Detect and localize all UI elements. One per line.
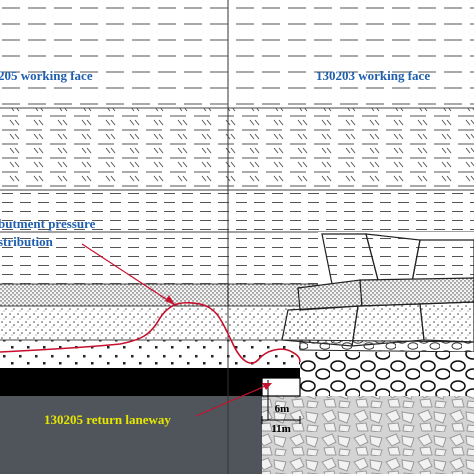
callout-arrowhead (165, 295, 175, 305)
floor-rock (0, 396, 262, 474)
stratum-coarse-sandstone (0, 340, 300, 368)
caved-blocks-upper (281, 232, 474, 353)
abutment-pressure-curve (0, 302, 301, 364)
right-working-face-label: 130203 working face (316, 68, 430, 83)
stratum-siltstone (0, 232, 320, 284)
dimension-width-label: 11m (271, 423, 291, 435)
stratum-mudstone-middle (0, 190, 474, 232)
left-working-face-label: 205 working face (0, 68, 93, 83)
laneway-arrowhead (262, 383, 272, 390)
caved-rubble-pattern (300, 352, 474, 396)
laneway-arrow-line (195, 383, 271, 417)
pressure-label-line2: stribution (0, 234, 54, 249)
goaf-stone-floor (262, 396, 474, 474)
dimension-height-label: 6m (275, 403, 290, 415)
callout-arrow-line (81, 243, 176, 306)
pressure-label-line1: butment pressure (0, 216, 96, 231)
coal-seam (0, 368, 300, 396)
stratum-top-mudstone (0, 0, 474, 108)
stratum-sandstone (0, 306, 320, 340)
laneway-label: 130205 return laneway (44, 412, 171, 427)
stratum-sandy-mudstone (0, 108, 474, 190)
